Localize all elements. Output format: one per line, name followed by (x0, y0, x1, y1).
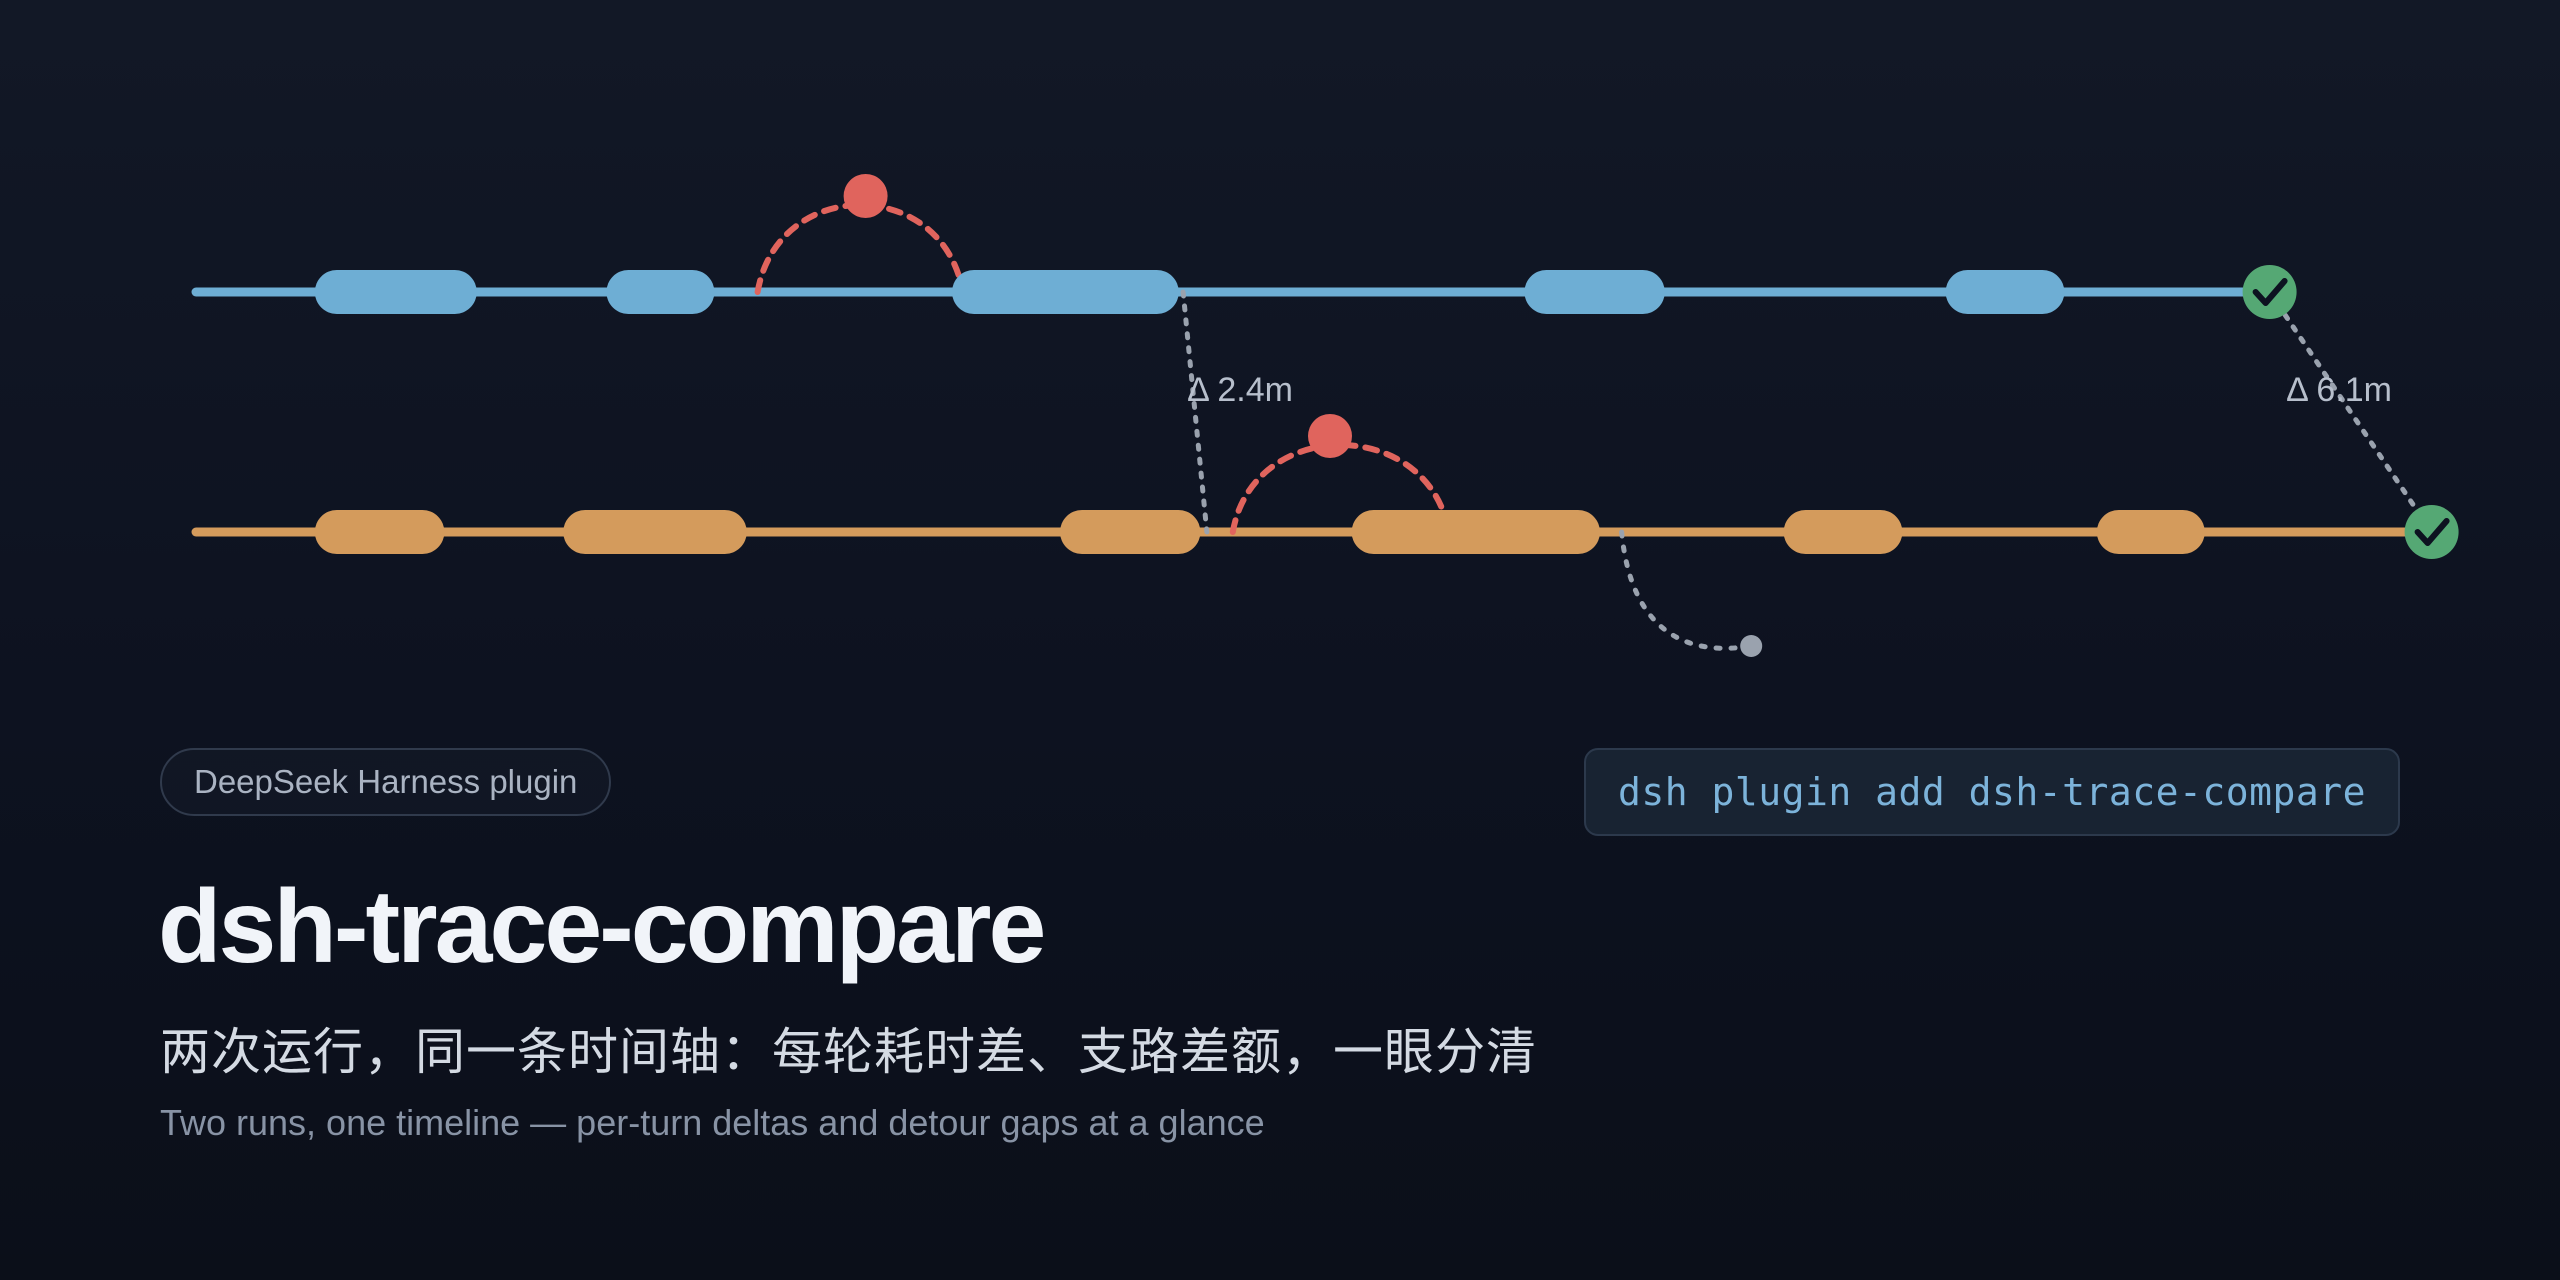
run-a-turn-5 (1945, 270, 2065, 314)
run-b-turn-2 (563, 510, 747, 554)
plugin-badge: DeepSeek Harness plugin (160, 748, 612, 816)
run-link-2 (2267, 289, 2435, 535)
run-b-trailing-branch (1619, 529, 1754, 651)
run-b-detour-node (1308, 414, 1352, 458)
page-title: dsh-trace-compare (158, 869, 1046, 985)
plugin-badge-label: DeepSeek Harness plugin (194, 763, 578, 800)
subtitle-chinese: 两次运行，同一条时间轴：每轮耗时差、支路差额，一眼分清 (160, 1023, 1537, 1081)
subtitle-english: Two runs, one timeline — per-turn deltas… (160, 1102, 1265, 1143)
install-command-text: dsh plugin add dsh-trace-compare (1617, 770, 2367, 814)
check-icon (2252, 278, 2288, 306)
run-a-done-node (2242, 265, 2297, 319)
run-b-trailing-end (1740, 635, 1763, 657)
run-link-1 (1180, 289, 1210, 535)
run-b-turn-1 (314, 510, 445, 554)
run-b-turn-3 (1060, 510, 1201, 554)
delta-label-2: Δ 6.1m (2286, 371, 2392, 409)
delta-label-1: Δ 2.4m (1187, 371, 1293, 409)
run-b-turn-6 (2096, 510, 2205, 554)
run-a-turn-1 (314, 270, 477, 314)
run-a-detour-node (843, 174, 888, 218)
check-icon (2414, 518, 2450, 546)
run-a-turn-4 (1524, 270, 1665, 314)
run-b-done-node (2404, 505, 2459, 559)
run-b-turn-5 (1783, 510, 1903, 554)
run-a-turn-3 (952, 270, 1179, 314)
run-b-turn-4 (1351, 510, 1600, 554)
run-a-detour-arc (754, 202, 966, 295)
install-command[interactable]: dsh plugin add dsh-trace-compare (1584, 748, 2400, 836)
run-a-turn-2 (606, 270, 715, 314)
